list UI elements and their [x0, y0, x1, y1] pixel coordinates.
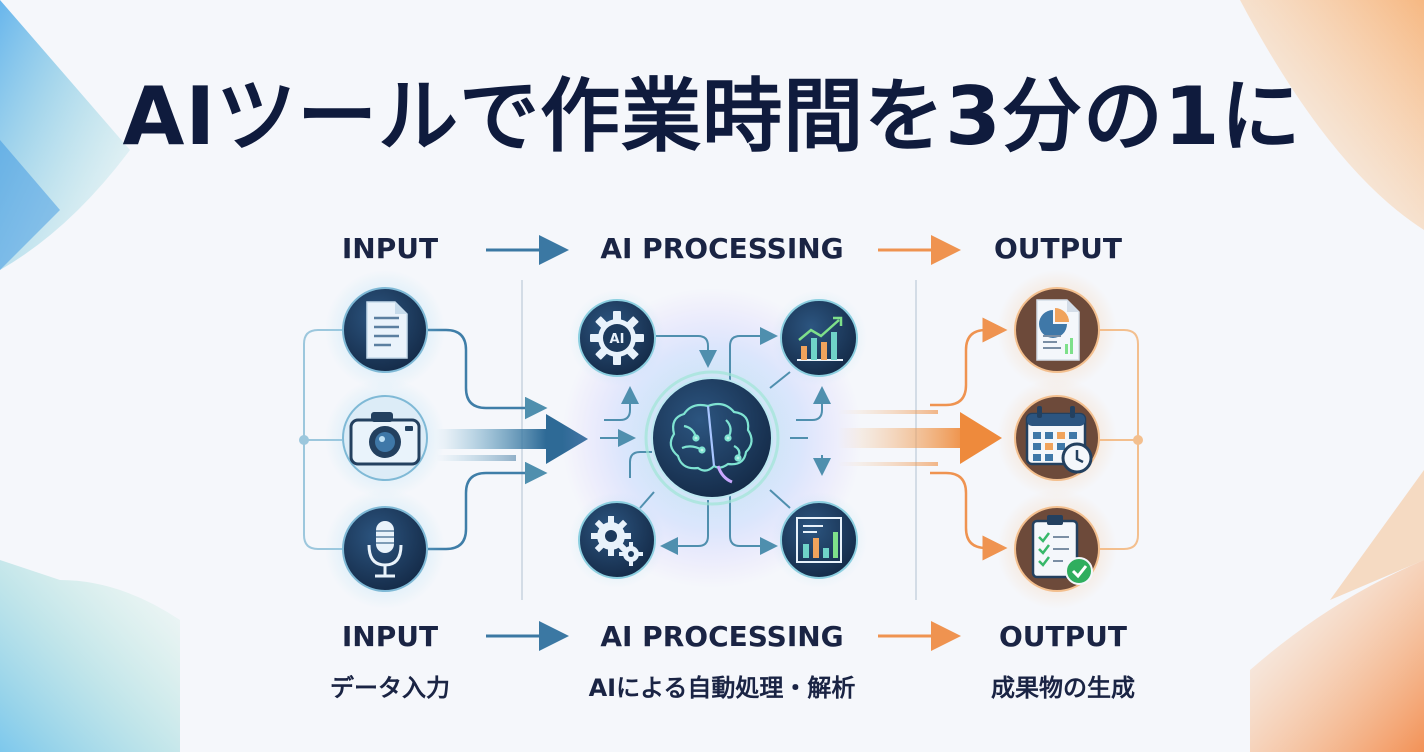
stage-sub-input: データ入力	[330, 674, 450, 702]
output-node-report	[997, 270, 1117, 390]
processing-connectors	[600, 327, 831, 555]
stage-label-input-top: INPUT	[341, 232, 439, 265]
stage-sub-processing: AIによる自動処理・解析	[588, 674, 856, 702]
microphone-icon	[367, 521, 403, 578]
report-icon	[1036, 299, 1080, 361]
camera-icon	[349, 412, 421, 466]
processing-node-brain	[644, 370, 780, 506]
big-output-arrow	[838, 410, 1002, 466]
bar-chart-icon	[796, 517, 842, 563]
processing-node-bar-chart	[771, 492, 867, 588]
input-node-camera	[325, 378, 445, 498]
processing-node-rising-chart	[771, 290, 867, 386]
rising-chart-icon	[797, 316, 843, 361]
stage-label-processing-bottom: AI PROCESSING	[600, 620, 844, 653]
brain-icon	[669, 402, 753, 484]
output-connectors	[930, 317, 1008, 561]
document-icon	[366, 301, 408, 359]
gears-icon	[591, 516, 643, 566]
checklist-icon	[1031, 515, 1093, 585]
stage-label-output-top: OUTPUT	[994, 232, 1122, 265]
calendar-clock-icon	[1025, 406, 1093, 474]
ai-badge-text: AI	[610, 332, 625, 347]
stage-label-processing-top: AI PROCESSING	[600, 232, 844, 265]
output-node-checklist	[997, 489, 1117, 609]
stage-label-output-bottom: OUTPUT	[999, 620, 1127, 653]
input-node-microphone	[325, 489, 445, 609]
processing-node-ai-gear: AI	[569, 290, 665, 386]
page-title: AIツールで作業時間を3分の1に	[122, 70, 1302, 163]
input-connectors	[428, 328, 548, 551]
stage-label-input-bottom: INPUT	[341, 620, 439, 653]
output-node-calendar	[997, 378, 1117, 498]
input-node-document	[325, 270, 445, 390]
processing-node-gears	[569, 492, 665, 588]
ai-gear-icon: AI	[590, 311, 644, 365]
stage-sub-output: 成果物の生成	[991, 674, 1135, 702]
